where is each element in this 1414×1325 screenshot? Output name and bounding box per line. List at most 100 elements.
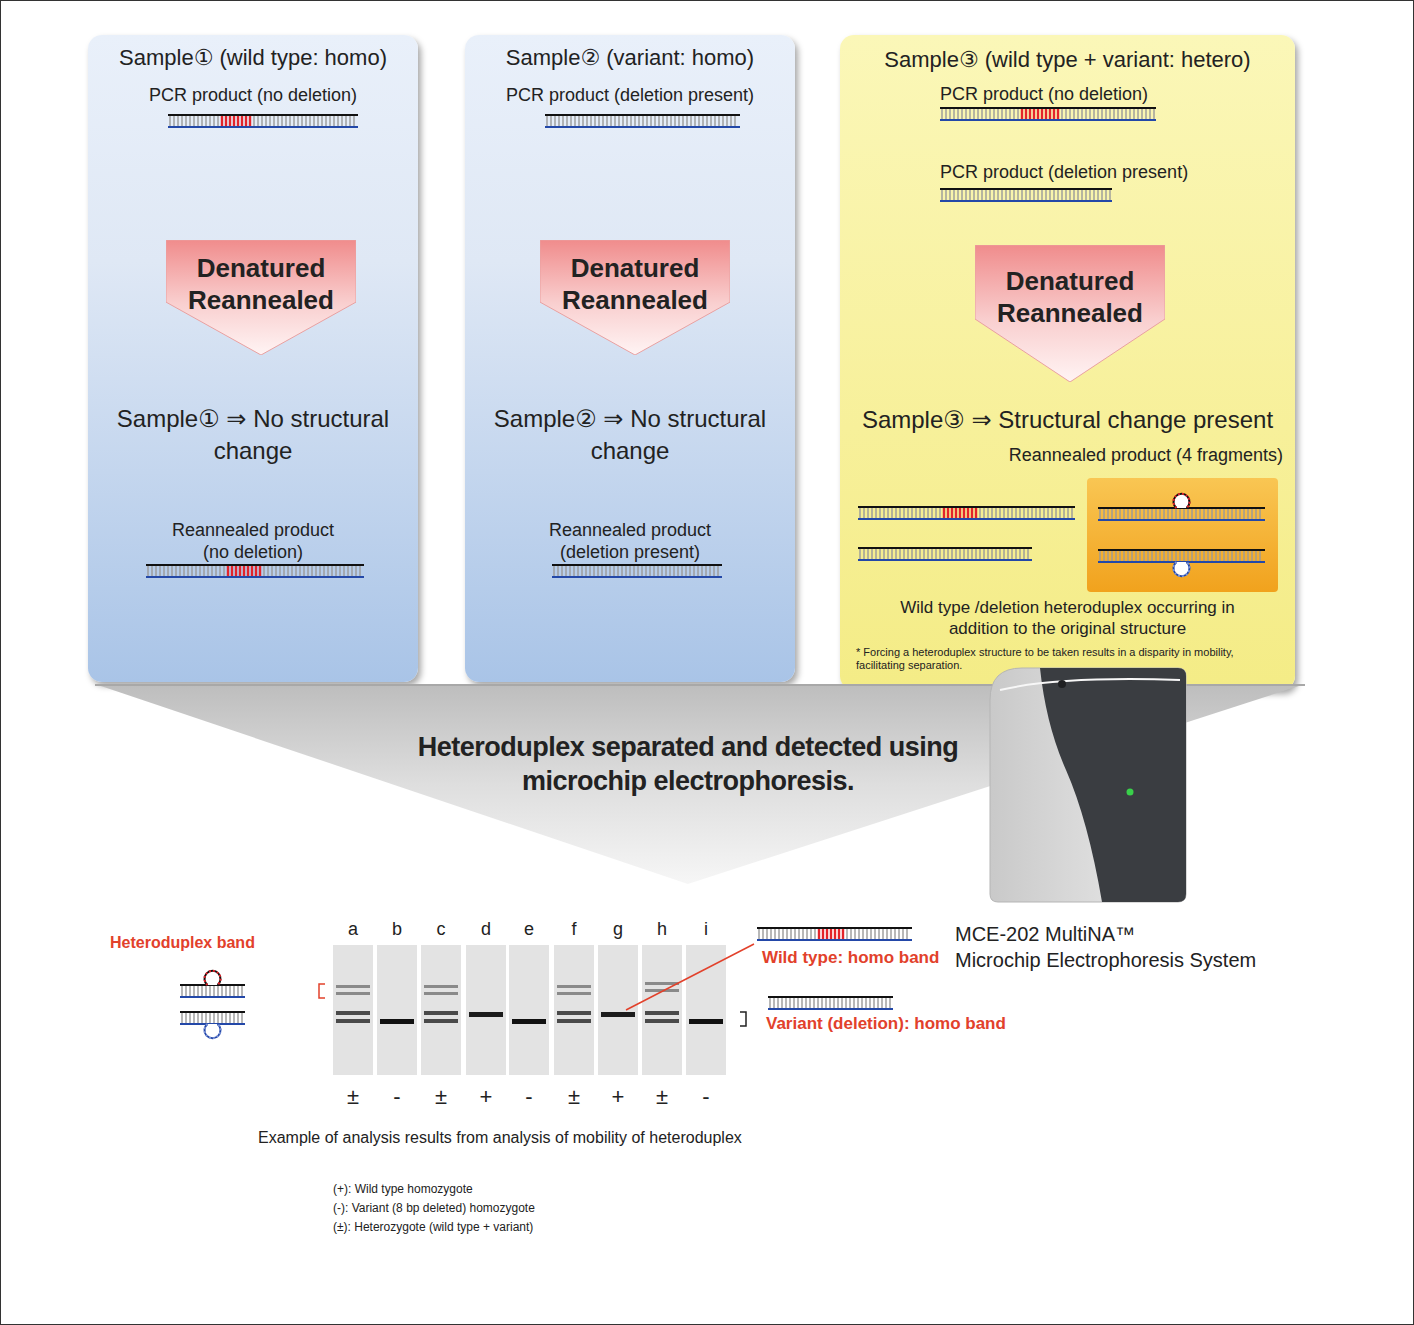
base-pair: [259, 566, 261, 576]
base-pair: [1179, 551, 1180, 561]
base-pair: [169, 116, 170, 126]
base-pair: [931, 549, 932, 559]
base-pair: [605, 566, 606, 576]
base-pair: [1139, 551, 1140, 561]
base-pair: [609, 566, 610, 576]
lane-letter: c: [426, 918, 456, 940]
base-pair: [594, 116, 595, 126]
base-pair: [281, 116, 282, 126]
base-pair: [1167, 509, 1168, 519]
genotype-symbol: +: [603, 1084, 633, 1110]
product-label: Reannealed product (no deletion): [158, 519, 348, 563]
base-pair: [265, 116, 266, 126]
dna-strand: [545, 114, 740, 116]
base-pair: [965, 190, 966, 200]
base-pair: [903, 549, 904, 559]
base-pair: [637, 566, 638, 576]
funnel-edge: [95, 684, 1305, 686]
base-pair: [657, 566, 658, 576]
gel-band: [424, 1019, 458, 1023]
base-pair: [1171, 509, 1172, 519]
base-pair: [1203, 551, 1204, 561]
base-pair: [911, 549, 912, 559]
base-pair: [983, 549, 984, 559]
base-pair: [1101, 190, 1102, 200]
base-pair: [919, 549, 920, 559]
base-pair: [1211, 551, 1212, 561]
base-pair: [323, 566, 324, 576]
base-pair: [951, 508, 953, 518]
base-pair: [902, 929, 903, 939]
instrument-lamp: [1127, 789, 1134, 796]
base-pair: [1093, 190, 1094, 200]
base-pair: [935, 508, 936, 518]
base-pair: [870, 929, 871, 939]
dna-loop: [205, 971, 221, 985]
base-pair: [669, 566, 670, 576]
panel-heading: Sample① (wild type: homo): [88, 45, 418, 71]
base-pair: [1007, 508, 1008, 518]
base-pair: [147, 566, 148, 576]
base-pair: [1021, 109, 1023, 119]
dna-strand: [1098, 519, 1265, 521]
base-pair: [1109, 190, 1110, 200]
base-pair: [879, 549, 880, 559]
dna-strand: [146, 564, 364, 566]
base-pair: [610, 116, 611, 126]
base-pair: [762, 929, 763, 939]
base-pair: [247, 566, 249, 576]
gel-band: [336, 992, 370, 995]
base-pair: [277, 116, 278, 126]
base-pair: [1049, 190, 1050, 200]
base-pair: [1067, 508, 1068, 518]
base-pair: [1003, 508, 1004, 518]
base-pair: [1115, 551, 1116, 561]
base-pair: [907, 549, 908, 559]
base-pair: [249, 116, 251, 126]
base-pair: [949, 190, 950, 200]
gel-band: [336, 1011, 370, 1015]
base-pair: [973, 190, 974, 200]
dna-strand: [858, 559, 1032, 561]
base-pair: [806, 929, 807, 939]
base-pair: [1159, 551, 1160, 561]
gel-band: [424, 1011, 458, 1015]
base-pair: [975, 549, 976, 559]
panel-heading: Sample② (variant: homo): [465, 45, 795, 71]
genotype-symbol: -: [382, 1084, 412, 1110]
base-pair: [1247, 509, 1248, 519]
base-pair: [949, 109, 950, 119]
base-pair: [1053, 109, 1055, 119]
base-pair: [1149, 109, 1150, 119]
base-pair: [1121, 109, 1122, 119]
base-pair: [181, 1013, 182, 1023]
base-pair: [345, 116, 346, 126]
footnote: * Forcing a heteroduplex structure to be…: [856, 646, 1284, 672]
base-pair: [1037, 190, 1038, 200]
product-label: PCR product (deletion present): [465, 84, 795, 106]
base-pair: [645, 566, 646, 576]
base-pair: [773, 998, 774, 1008]
base-pair: [1005, 109, 1006, 119]
base-pair: [814, 929, 815, 939]
base-pair: [1027, 549, 1028, 559]
base-pair: [1031, 508, 1032, 518]
base-pair: [1259, 509, 1260, 519]
dna-duplex: [545, 115, 740, 127]
base-pair: [685, 566, 686, 576]
base-pair: [1029, 109, 1031, 119]
gel-band: [336, 1019, 370, 1023]
dna-loop: [1173, 494, 1189, 508]
base-pair: [315, 566, 316, 576]
base-pair: [1155, 509, 1156, 519]
base-pair: [730, 116, 731, 126]
base-pair: [601, 566, 602, 576]
base-pair: [1179, 509, 1180, 519]
base-pair: [959, 549, 960, 559]
base-pair: [883, 549, 884, 559]
dna-duplex: [757, 928, 912, 940]
key-line: (-): Variant (8 bp deleted) homozygote: [333, 1201, 753, 1215]
dna-strand: [168, 126, 358, 128]
base-pair: [875, 549, 876, 559]
base-pair: [337, 116, 338, 126]
